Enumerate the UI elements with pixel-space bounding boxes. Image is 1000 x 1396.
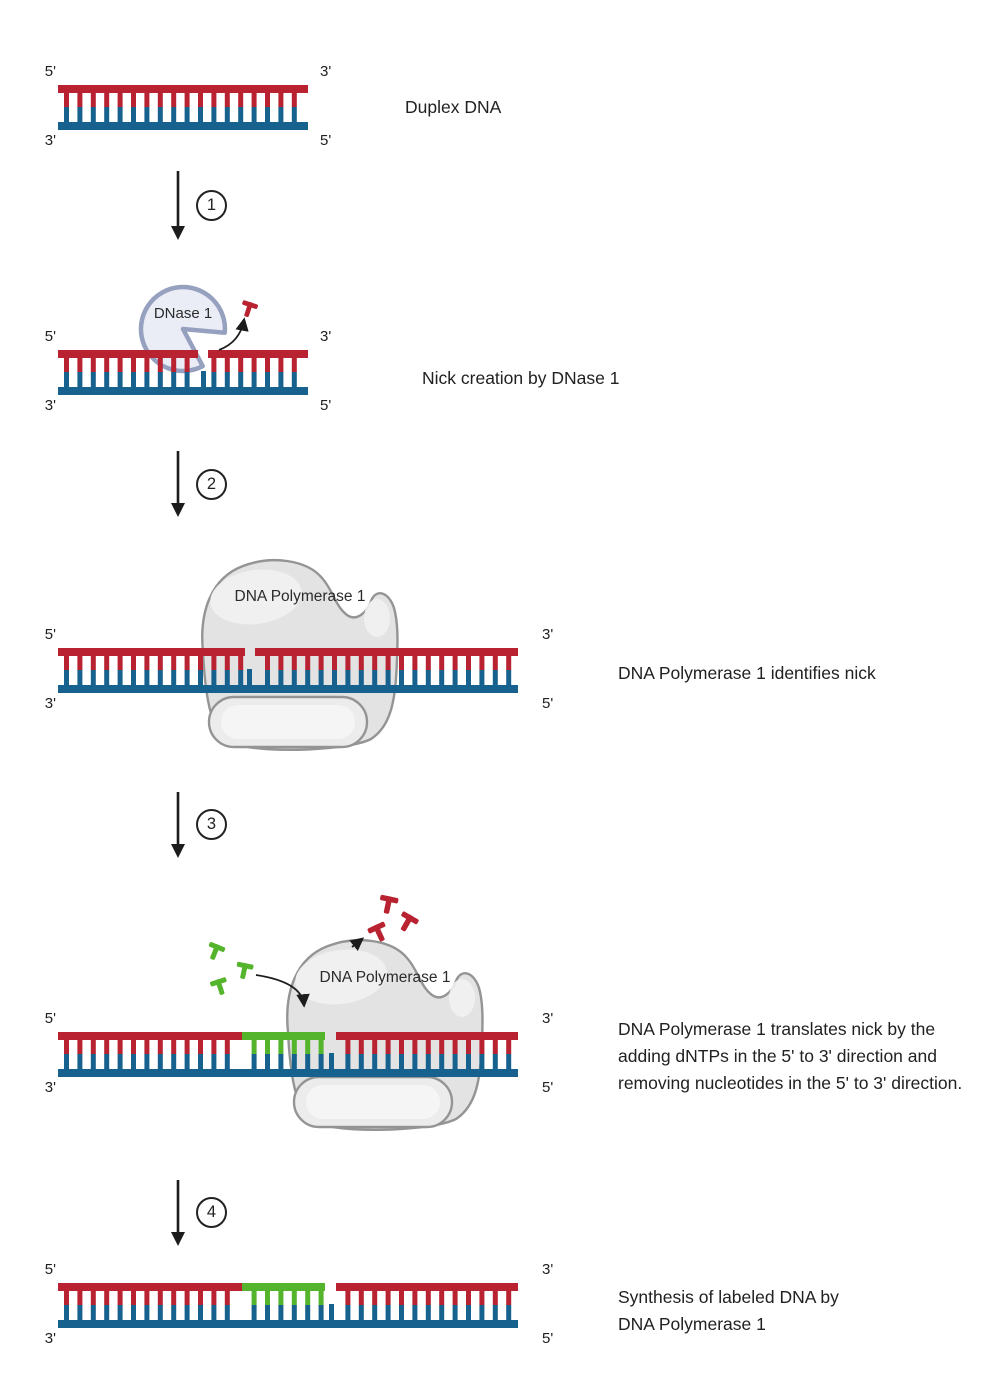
strand-end-label: 5' — [542, 1079, 554, 1096]
step-number-badge: 2 — [196, 469, 227, 500]
step-number-badge: 4 — [196, 1197, 227, 1228]
dna-labeled-product-figure — [58, 1283, 518, 1328]
step-number: 4 — [206, 1203, 217, 1221]
polymerase-label: DNA Polymerase 1 — [234, 588, 366, 605]
strand-end-label: 3' — [44, 397, 56, 414]
caption-step1: Duplex DNA — [405, 97, 502, 117]
step-number-badge: 3 — [196, 809, 227, 840]
strand-end-label: 3' — [320, 63, 332, 80]
dna-nick-translation-figure — [58, 1032, 518, 1077]
strand-end-label: 5' — [542, 695, 554, 712]
caption-step4: DNA Polymerase 1 translates nick by the … — [618, 1019, 963, 1093]
strand-end-label: 5' — [44, 328, 56, 345]
green-dntp-icon — [209, 976, 231, 998]
caption-step2: Nick creation by DNase 1 — [422, 368, 620, 388]
step-arrow-2 — [171, 451, 185, 517]
green-dntp-icon — [234, 961, 254, 981]
strand-end-label: 5' — [320, 132, 332, 149]
strand-end-label: 3' — [542, 1010, 554, 1027]
strand-end-label: 3' — [542, 626, 554, 643]
dnase-label: DNase 1 — [153, 305, 213, 322]
red-nucleotide-icon — [238, 299, 259, 320]
strand-end-label: 3' — [44, 1079, 56, 1096]
strand-end-label: 5' — [542, 1330, 554, 1347]
dntp-incorporation-arrow — [255, 974, 310, 1008]
step-arrow-4 — [171, 1180, 185, 1246]
caption-step5: Synthesis of labeled DNA by DNA Polymera… — [618, 1287, 839, 1334]
step-number-badge: 1 — [196, 190, 227, 221]
strand-end-label: 5' — [44, 1261, 56, 1278]
dnase-release-arrow — [218, 317, 249, 351]
dna-polymerase-bound-figure — [58, 648, 518, 693]
polymerase-highlight — [210, 569, 302, 625]
strand-end-label: 5' — [44, 626, 56, 643]
step-number: 3 — [206, 815, 217, 833]
step-arrow-1 — [171, 171, 185, 240]
step-number: 2 — [206, 475, 217, 493]
strand-end-label: 3' — [44, 132, 56, 149]
strand-end-label: 5' — [320, 397, 332, 414]
strand-end-label: 3' — [320, 328, 332, 345]
strand-end-label: 5' — [44, 63, 56, 80]
red-nucleotide-icon — [377, 894, 399, 916]
strand-end-label: 3' — [44, 1330, 56, 1347]
red-nucleotide-icon — [394, 910, 420, 936]
polymerase-clamp-highlight — [221, 705, 355, 739]
nucleotide-release-arrow — [349, 937, 365, 952]
strand-end-label: 3' — [542, 1261, 554, 1278]
strand-end-label: 5' — [44, 1010, 56, 1027]
green-dntp-icon — [204, 941, 226, 963]
polymerase-highlight — [364, 599, 390, 637]
step-number: 1 — [206, 196, 217, 214]
caption-step3: DNA Polymerase 1 identifies nick — [618, 663, 876, 683]
strand-end-label: 3' — [44, 695, 56, 712]
dna-nicked-figure — [58, 350, 308, 395]
dna-duplex-figure — [58, 85, 308, 130]
step-arrow-3 — [171, 792, 185, 858]
polymerase-label: DNA Polymerase 1 — [319, 969, 451, 986]
